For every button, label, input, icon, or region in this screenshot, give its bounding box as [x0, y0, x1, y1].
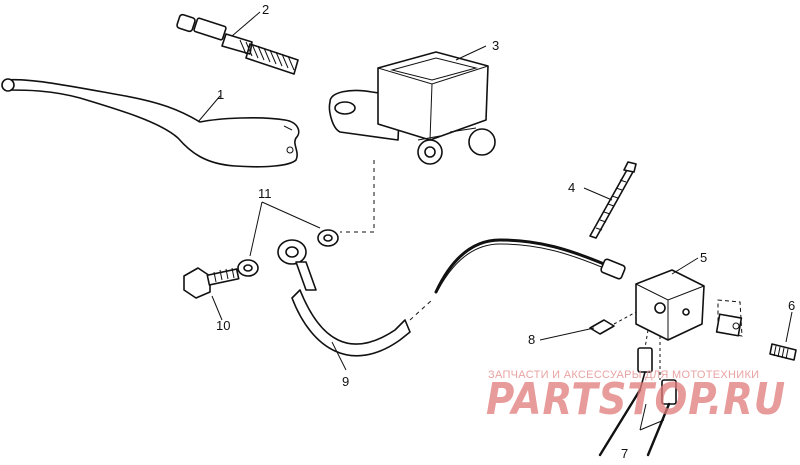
callout-labels: 1 2 3 4 5 6 7 8 9 10 11: [216, 2, 795, 461]
hose-banjo: [277, 160, 433, 357]
bolt-6: [769, 343, 797, 361]
leader-lines: [197, 11, 793, 431]
piston-assembly: [176, 13, 299, 75]
junction-block: [635, 269, 743, 341]
callout-4: 4: [568, 180, 575, 195]
washers: [237, 229, 339, 277]
watermark-brand: PARTSTOP.RU: [486, 374, 786, 425]
callout-1: 1: [217, 87, 224, 102]
brake-lever: [1, 78, 300, 168]
callout-7: 7: [621, 446, 628, 460]
banjo-bolt: [183, 267, 240, 299]
cable-tie: [589, 161, 637, 239]
callout-9: 9: [342, 374, 349, 389]
callout-5: 5: [700, 250, 707, 265]
watermark-tagline: ЗАПЧАСТИ И АКСЕССУАРЫ ДЛЯ МОТОТЕХНИКИ: [488, 369, 759, 381]
bleeder-screw: [589, 311, 637, 335]
brake-line: [434, 238, 626, 294]
callout-8: 8: [528, 332, 535, 347]
master-cylinder: [328, 51, 496, 165]
callout-6: 6: [788, 298, 795, 313]
callout-3: 3: [492, 38, 499, 53]
callout-11: 11: [258, 186, 272, 201]
callout-10: 10: [216, 318, 230, 333]
watermark: ЗАПЧАСТИ И АКСЕССУАРЫ ДЛЯ МОТОТЕХНИКИ PA…: [486, 369, 786, 425]
lower-brake-lines: [598, 329, 677, 457]
callout-2: 2: [262, 2, 269, 17]
